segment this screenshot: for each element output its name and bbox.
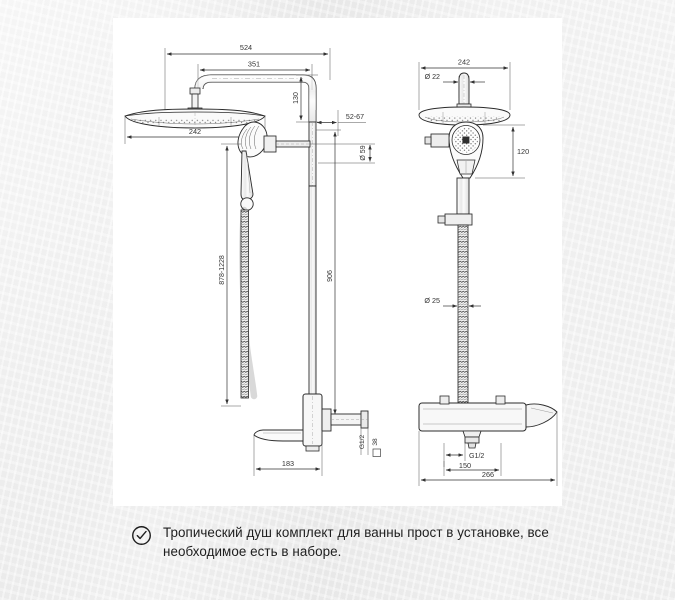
slide-bar-lower: [308, 185, 317, 395]
dim-label-g12-front: G1/2: [469, 452, 484, 460]
rain-shower-head-side: [124, 108, 266, 129]
riser-front: [437, 177, 473, 404]
dim-mixer-width: 266: [418, 412, 558, 486]
front-view: 242 Ø 22: [418, 58, 558, 486]
dim-label-242-front: 242: [458, 58, 470, 67]
caption-text: Тропический душ комплект для ванны прост…: [163, 525, 549, 560]
check-circle-icon: [132, 526, 151, 545]
mixer-body-front: [418, 395, 558, 449]
dim-inlet-centers: 150: [443, 443, 502, 476]
dim-hand-shower-dia: Ø 59: [310, 143, 375, 164]
dim-inlet-thread-side: G1/2 38: [359, 414, 381, 457]
dim-head-width-front: 242: [418, 58, 511, 110]
dim-label-d59: Ø 59: [360, 145, 367, 160]
dim-label-38: 38: [372, 438, 379, 446]
dim-label-150: 150: [459, 461, 471, 470]
dim-label-906: 906: [327, 270, 334, 282]
dim-arm-tube-dia: Ø 22: [425, 73, 485, 98]
mixer-body-side: [253, 393, 369, 452]
dim-spout-projection: 183: [253, 431, 323, 476]
dim-adjustable-height: 878-1228: [219, 143, 241, 407]
shower-hose-side: [239, 206, 258, 400]
dim-hose-dia: Ø 25: [424, 268, 481, 318]
dim-label-d22: Ø 22: [425, 73, 440, 81]
technical-drawing: 524 351: [124, 43, 558, 486]
side-view: 524 351: [124, 43, 381, 476]
hand-shower-front: [424, 121, 484, 179]
dim-label-120: 120: [517, 147, 529, 156]
dim-label-242-side: 242: [189, 127, 201, 136]
dim-label-130: 130: [293, 92, 300, 104]
dim-label-351: 351: [248, 60, 260, 69]
dim-label-d25: Ø 25: [424, 296, 440, 305]
dim-hand-shower-len: 120: [475, 124, 529, 179]
rain-shower-head-front: [418, 106, 511, 126]
caption: Тропический душ комплект для ванны прост…: [131, 523, 551, 561]
riser-pipe: [308, 121, 317, 187]
dim-overall-reach: 524: [164, 43, 331, 116]
dim-label-266: 266: [482, 470, 494, 479]
hand-shower-side: [237, 121, 311, 211]
dim-wall-projection: 52-67: [315, 110, 366, 136]
shower-arm-front: [456, 72, 472, 110]
dim-label-52-67: 52-67: [346, 113, 364, 121]
dim-label-183: 183: [282, 459, 294, 468]
dim-label-878-1228: 878-1228: [219, 255, 226, 285]
dim-label-g12-side: G1/2: [359, 435, 366, 450]
dim-label-524: 524: [240, 43, 252, 52]
